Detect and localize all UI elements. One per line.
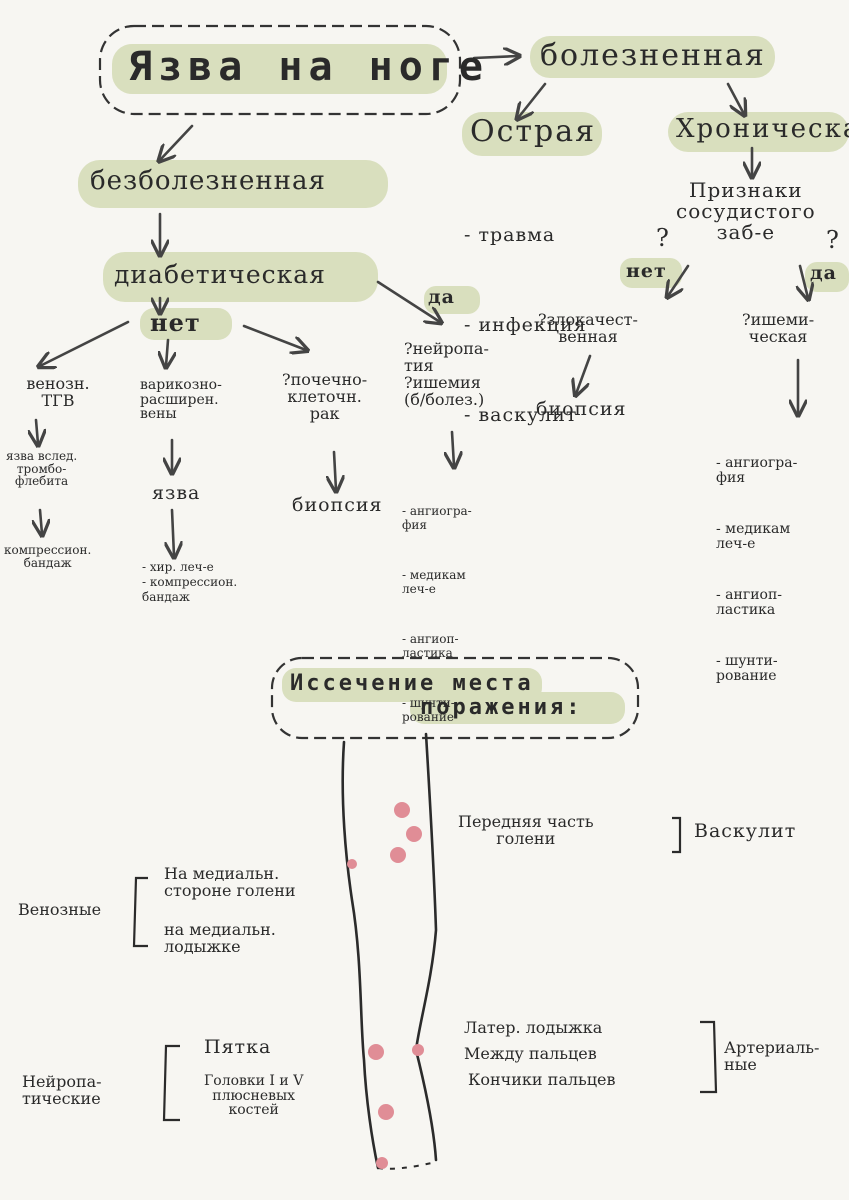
section2-title-line1: Иссечение места xyxy=(290,672,534,695)
treatment-item: - медикам леч-е xyxy=(716,522,797,552)
chronic-treatments: - ангиогра- фия - медикам леч-е - ангиоп… xyxy=(716,426,797,699)
treatment-item: - ангиоп- ластика xyxy=(716,588,797,618)
renal-biopsy: биопсия xyxy=(292,496,383,516)
arterial-location: Латер. лодыжка xyxy=(464,1020,602,1037)
venous-tvt: венозн. ТГВ xyxy=(4,376,112,410)
treatment-item: - медикам леч-е xyxy=(402,568,472,596)
treatment-item: - шунти- рование xyxy=(716,654,797,684)
treatment-item: - ангиоп- ластика xyxy=(402,632,472,660)
chronic-yes: да xyxy=(810,264,837,284)
cause-item: - травма xyxy=(464,220,587,250)
varicose-treatment: - хир. леч-е - компрессион. бандаж xyxy=(142,560,237,605)
neuro-location: Головки I и V плюсневых костей xyxy=(204,1074,303,1118)
compression-bandage: компрессион. бандаж xyxy=(4,544,91,569)
venous-location: на медиальн. лодыжке xyxy=(164,922,276,956)
diabetic-yes: да xyxy=(428,288,455,308)
thrombophlebitis-ulcer: язва вслед. тромбо- флебита xyxy=(6,450,77,488)
painless-label: безболезненная xyxy=(90,168,326,195)
arterial-label: Артериаль- ные xyxy=(724,1040,819,1074)
vasculitis-label: Васкулит xyxy=(694,822,796,842)
diabetic-no: нет xyxy=(150,310,201,335)
front-shin: Передняя часть голени xyxy=(458,814,594,848)
venous-label: Венозные xyxy=(18,902,101,919)
question-mark: ? xyxy=(656,226,670,251)
neuropathic-label: Нейропа- тические xyxy=(22,1074,102,1108)
vascular-signs: Признаки сосудистого заб-е xyxy=(676,180,816,243)
venous-location: На медиальн. стороне голени xyxy=(164,866,296,900)
varicose-veins: варикозно- расширен. вены xyxy=(140,378,222,422)
question-mark: ? xyxy=(826,228,840,253)
neuro-location: Пятка xyxy=(204,1038,271,1058)
neuropathy-ischemia: ?нейропа- тия ?ишемия (б/болез.) xyxy=(404,340,489,408)
painful-label: болезненная xyxy=(540,40,766,72)
chronic-label: Хроническая xyxy=(676,116,849,143)
diabetic-label: диабетическая xyxy=(114,262,326,288)
ischemic-label: ?ишеми- ческая xyxy=(742,312,814,346)
leg-outline xyxy=(343,734,436,1168)
section2-title-line2: поражения: xyxy=(420,696,582,719)
arterial-location: Кончики пальцев xyxy=(468,1072,616,1089)
toe-line xyxy=(378,1162,436,1169)
varicose-ulcer: язва xyxy=(152,484,200,504)
main-title: Язва на ноге xyxy=(128,46,489,88)
malignant-label: ?злокачест- венная xyxy=(538,312,638,346)
chronic-biopsy: биопсия xyxy=(536,400,627,420)
treatment-item: - ангиогра- фия xyxy=(716,456,797,486)
arterial-location: Между пальцев xyxy=(464,1046,597,1063)
chronic-no: нет xyxy=(626,262,667,282)
treatment-item: - ангиогра- фия xyxy=(402,504,472,532)
acute-label: Острая xyxy=(470,116,596,148)
renal-cancer: ?почечно- клеточн. рак xyxy=(282,372,367,422)
